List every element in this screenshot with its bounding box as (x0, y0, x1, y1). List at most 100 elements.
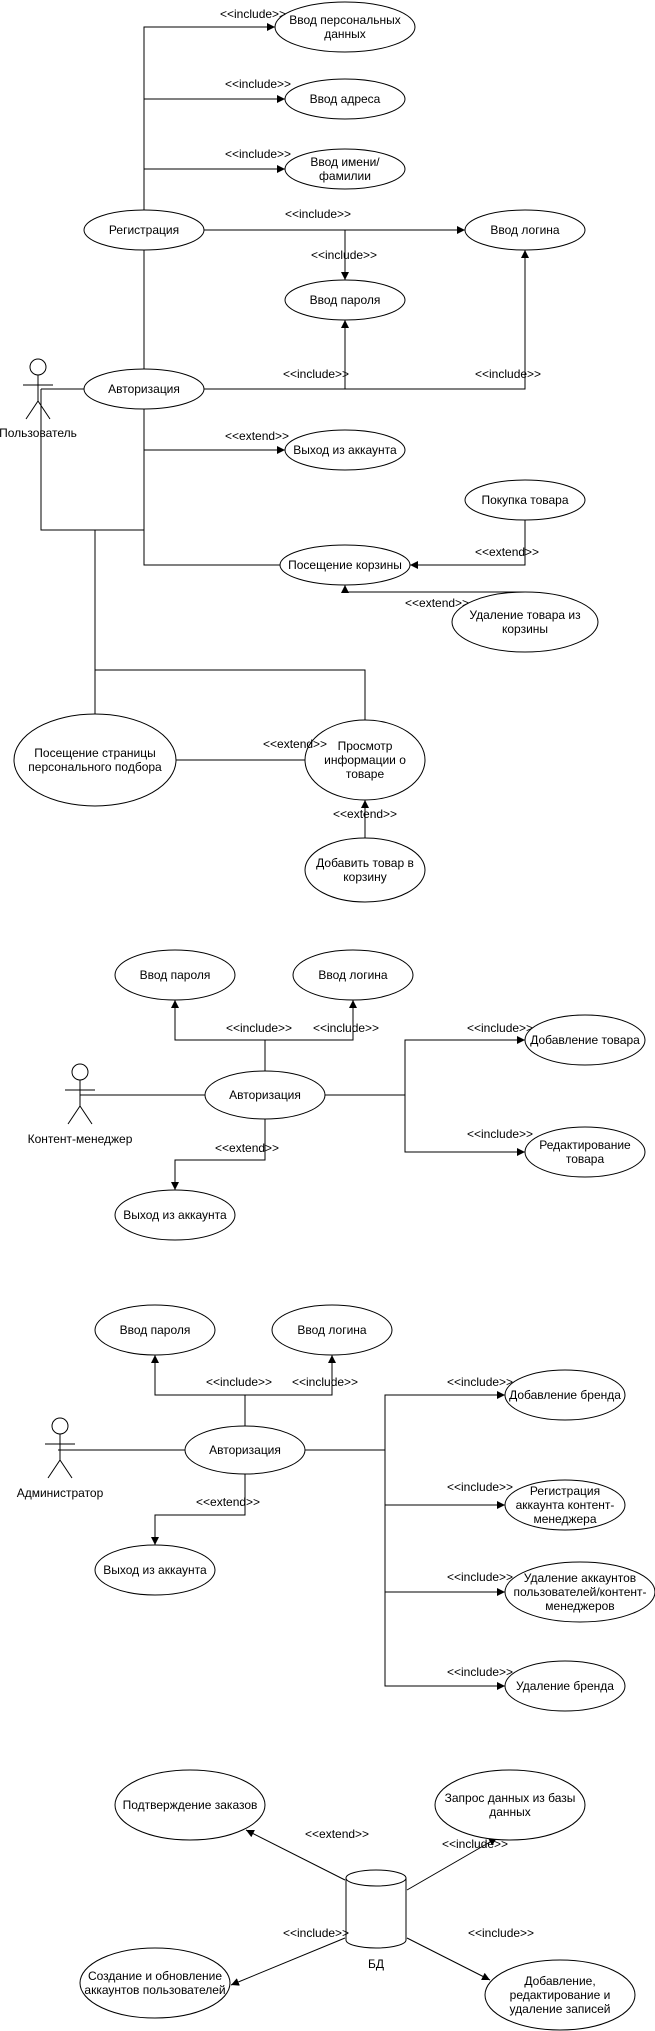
use-case-label: Добавление бренда (509, 1388, 621, 1402)
stereotype-include-label: <<include>> (311, 248, 377, 262)
use-case-label: Редактирование (539, 1138, 631, 1152)
stereotype-extend-label: <<extend>> (333, 807, 397, 821)
connector-line (171, 1119, 266, 1190)
use-case-label: Удаление товара из (469, 608, 581, 622)
use-case-label: Запрос данных из базы (445, 1791, 576, 1805)
use-case-label: Ввод пароля (120, 1323, 191, 1337)
use-case-label: Регистрация (109, 223, 179, 237)
use-case-label: корзину (343, 870, 386, 884)
connector-line (406, 1937, 491, 1981)
stereotype-extend-label: <<extend>> (305, 1827, 369, 1841)
stereotype-include-label: <<include>> (226, 1021, 292, 1035)
use-case-label: Авторизация (229, 1088, 301, 1102)
actor-icon (29, 358, 47, 376)
connector-line (245, 1355, 336, 1396)
use-case-label: пользователей/контент- (513, 1585, 646, 1599)
stereotype-include-label: <<include>> (285, 207, 351, 221)
use-case-label: Ввод логина (318, 968, 388, 982)
use-case-label: Посещение корзины (288, 558, 402, 572)
use-case-add-product: Добавление товара (524, 1014, 646, 1066)
actor-label: Пользователь (0, 426, 77, 440)
actor-admin: Администратор (17, 1417, 104, 1500)
use-case-label: данных (489, 1805, 531, 1819)
use-case-label: Удаление аккаунтов (524, 1571, 636, 1585)
use-case-label: товара (566, 1152, 605, 1166)
use-case-label: редактирование и (510, 1988, 611, 2002)
connector-line (341, 585, 525, 593)
use-case-label: Авторизация (209, 1443, 281, 1457)
use-case-delete-accounts: Удаление аккаунтовпользователей/контент-… (504, 1561, 655, 1623)
use-case-label: Подтверждение заказов (123, 1798, 258, 1812)
stereotype-extend-label: <<extend>> (475, 545, 539, 559)
actor-content-manager: Контент-менеджер (28, 1063, 133, 1146)
stereotype-include-label: <<include>> (447, 1570, 513, 1584)
use-case-password-input: Ввод пароля (284, 279, 406, 321)
connector-line (143, 409, 280, 566)
use-case-login-input: Ввод логина (292, 949, 414, 1001)
use-case-password-input: Ввод пароля (114, 949, 236, 1001)
use-case-label: Добавление, (524, 1974, 595, 1988)
use-case-logout: Выход из аккаунта (284, 429, 406, 471)
use-case-label: Ввод логина (297, 1323, 367, 1337)
use-case-label: Ввод имени/ (310, 155, 380, 169)
use-case-name-surname: Ввод имени/фамилии (284, 148, 406, 190)
connector-line (305, 1391, 505, 1451)
use-case-label: информации о (324, 753, 406, 767)
use-case-label: Авторизация (108, 382, 180, 396)
use-case-registration: Регистрация (83, 209, 205, 251)
use-case-label: Ввод персональных (289, 13, 400, 27)
use-case-label: аккаунта контент- (516, 1498, 615, 1512)
database-cylinder-icon: БД (345, 1869, 407, 1971)
connector-line (143, 23, 275, 210)
use-case-label: персонального подбора (28, 760, 162, 774)
use-case-logout: Выход из аккаунта (114, 1189, 236, 1241)
actor-icon (71, 1063, 89, 1081)
connector-line (151, 1474, 246, 1545)
use-case-label: Удаление бренда (516, 1679, 614, 1693)
connector-line (230, 1937, 346, 1986)
use-case-label: Регистрация (530, 1484, 600, 1498)
stereotype-include-label: <<include>> (442, 1837, 508, 1851)
connector-line (151, 1355, 246, 1426)
database-label: БД (368, 1957, 384, 1971)
use-case-label: фамилии (319, 169, 371, 183)
use-case-confirm-orders: Подтверждение заказов (114, 1769, 266, 1841)
use-case-address: Ввод адреса (284, 78, 406, 120)
connector-line (245, 1829, 346, 1881)
actor-icon (51, 1417, 69, 1435)
connector-line (95, 669, 366, 720)
use-case-password-input: Ввод пароля (94, 1304, 216, 1356)
stereotype-include-label: <<include>> (283, 1926, 349, 1940)
connector-line (204, 250, 529, 390)
actor-label: Контент-менеджер (28, 1132, 133, 1146)
actor-label: Администратор (17, 1486, 104, 1500)
use-case-label: Просмотр (338, 739, 393, 753)
use-case-label: Выход из аккаунта (103, 1563, 207, 1577)
stereotype-include-label: <<include>> (292, 1375, 358, 1389)
connector-line (325, 1036, 525, 1096)
use-case-login-input: Ввод логина (271, 1304, 393, 1356)
stereotype-include-label: <<include>> (467, 1021, 533, 1035)
connectors (40, 23, 529, 1986)
use-case-label: аккаунтов пользователей (84, 1983, 225, 1997)
connector-line (171, 1000, 266, 1071)
use-case-add-brand: Добавление бренда (504, 1369, 626, 1421)
use-case-label: Добавление товара (530, 1033, 640, 1047)
use-case-label: Ввод пароля (140, 968, 211, 982)
use-case-label: Добавить товар в (316, 856, 414, 870)
use-case-label: Выход из аккаунта (293, 443, 397, 457)
use-case-buy-product: Покупка товара (464, 479, 586, 521)
use-case-delete-brand: Удаление бренда (504, 1660, 626, 1712)
use-case-label: данных (324, 27, 366, 41)
use-case-label: Выход из аккаунта (123, 1208, 227, 1222)
stereotype-include-label: <<include>> (447, 1375, 513, 1389)
stereotype-include-label: <<include>> (225, 77, 291, 91)
